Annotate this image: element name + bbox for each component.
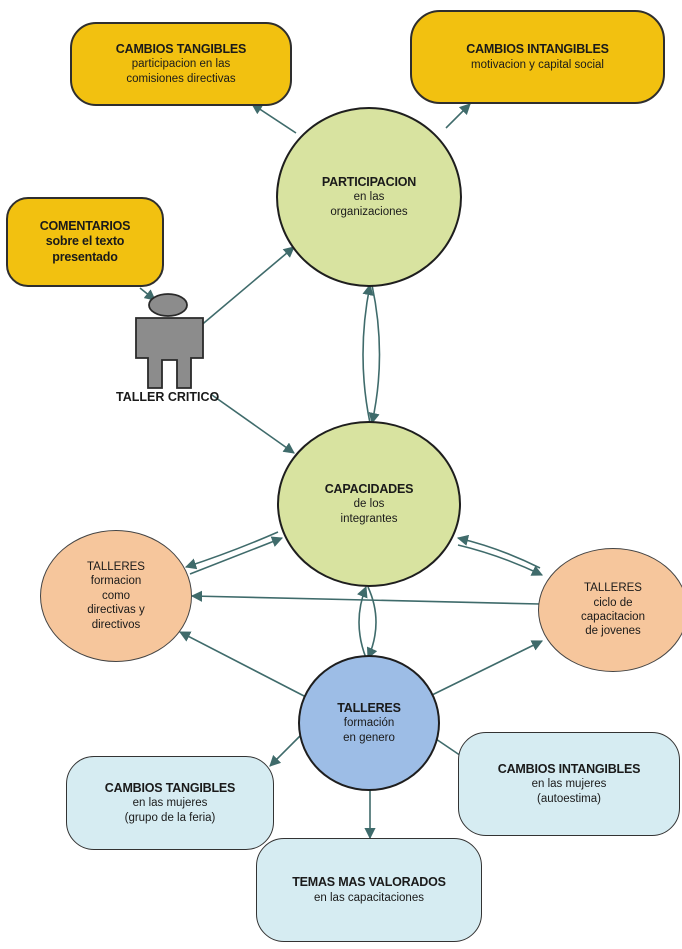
arrow-genero-to-directivas bbox=[179, 631, 307, 698]
arrow-participacion-to-intangibles bbox=[445, 103, 471, 129]
arrow-capacidades-to-directivas bbox=[184, 531, 279, 570]
talleres-directivas-circle: TALLERES formacion como directivas y dir… bbox=[40, 530, 192, 662]
talleres-jovenes-line-1: ciclo de bbox=[593, 596, 633, 609]
person-icon bbox=[135, 293, 204, 389]
talleres-jovenes-circle: TALLERES ciclo de capacitacion de jovene… bbox=[538, 548, 682, 672]
capacidades-circle: CAPACIDADES de los integrantes bbox=[277, 421, 461, 587]
talleres-directivas-line-3: directivas y bbox=[87, 604, 145, 617]
comentarios-line-2: presentado bbox=[52, 249, 118, 264]
arrow-participacion-to-tangibles bbox=[251, 103, 297, 134]
talleres-genero-circle: TALLERES formación en genero bbox=[298, 655, 440, 791]
talleres-jovenes-line-2: capacitacion bbox=[581, 611, 645, 623]
cambios-tangibles-mujeres-title: CAMBIOS TANGIBLES bbox=[104, 780, 236, 795]
cambios-intangibles-mujeres-box: CAMBIOS INTANGIBLES en las mujeres (auto… bbox=[458, 732, 680, 836]
arrow-genero-to-capacidades bbox=[357, 585, 368, 659]
arrow-capacidades-to-genero bbox=[366, 586, 378, 660]
cambios-tangibles-top-box: CAMBIOS TANGIBLES participacion en las c… bbox=[70, 22, 292, 106]
taller-critico-label: TALLER CRITICO bbox=[116, 390, 220, 404]
talleres-directivas-title: TALLERES bbox=[87, 561, 145, 574]
talleres-jovenes-title: TALLERES bbox=[584, 582, 642, 595]
capacidades-line-2: integrantes bbox=[340, 512, 398, 525]
talleres-directivas-line-2: como bbox=[101, 589, 131, 602]
talleres-directivas-line-1: formacion bbox=[90, 575, 142, 588]
participacion-line-2: organizaciones bbox=[330, 205, 408, 218]
cambios-tangibles-top-line-2: comisiones directivas bbox=[126, 72, 236, 85]
arrow-participacion-to-capacidades bbox=[368, 284, 381, 425]
arrow-critico-to-participacion bbox=[191, 246, 295, 334]
participacion-title: PARTICIPACION bbox=[321, 174, 417, 189]
comentarios-box: COMENTARIOS sobre el texto presentado bbox=[6, 197, 164, 287]
capacidades-title: CAPACIDADES bbox=[324, 481, 414, 496]
arrow-capacidades-to-jovenes bbox=[457, 544, 544, 576]
capacidades-line-1: de los bbox=[353, 498, 385, 511]
participacion-circle: PARTICIPACION en las organizaciones bbox=[276, 107, 462, 287]
arrow-genero-to-tangibles-mujeres bbox=[269, 731, 305, 767]
cambios-tangibles-mujeres-box: CAMBIOS TANGIBLES en las mujeres (grupo … bbox=[66, 756, 274, 850]
cambios-intangibles-top-title: CAMBIOS INTANGIBLES bbox=[466, 42, 609, 56]
participacion-line-1: en las bbox=[353, 191, 385, 204]
cambios-tangibles-top-title: CAMBIOS TANGIBLES bbox=[115, 41, 247, 56]
cambios-tangibles-mujeres-line-2: (grupo de la feria) bbox=[124, 811, 216, 824]
cambios-intangibles-top-line-1: motivacion y capital social bbox=[471, 58, 604, 71]
talleres-genero-line-2: en genero bbox=[343, 731, 395, 744]
cambios-intangibles-mujeres-title: CAMBIOS INTANGIBLES bbox=[497, 761, 641, 776]
arrow-capacidades-to-participacion bbox=[362, 283, 374, 424]
talleres-genero-line-1: formación bbox=[343, 717, 395, 730]
cambios-intangibles-mujeres-line-1: en las mujeres bbox=[531, 778, 607, 791]
talleres-directivas-line-4: directivos bbox=[91, 618, 141, 631]
temas-valorados-title: TEMAS MAS VALORADOS bbox=[292, 875, 446, 889]
arrow-jovenes-to-capacidades bbox=[456, 534, 541, 569]
cambios-intangibles-mujeres-line-2: (autoestima) bbox=[537, 792, 601, 805]
arrow-critico-to-capacidades bbox=[211, 394, 295, 454]
arrow-genero-to-jovenes bbox=[431, 640, 544, 696]
arrow-jovenes-to-directivas bbox=[190, 590, 541, 605]
cambios-intangibles-top-box: CAMBIOS INTANGIBLES motivacion y capital… bbox=[410, 10, 665, 104]
comentarios-title: COMENTARIOS bbox=[39, 218, 131, 233]
arrow-directivas-to-capacidades bbox=[189, 536, 284, 575]
cambios-tangibles-mujeres-line-1: en las mujeres bbox=[132, 797, 208, 810]
comentarios-line-1: sobre el texto bbox=[45, 234, 125, 249]
talleres-jovenes-line-3: de jovenes bbox=[585, 625, 641, 638]
temas-valorados-box: TEMAS MAS VALORADOS en las capacitacione… bbox=[256, 838, 482, 942]
cambios-tangibles-top-line-1: participacion en las bbox=[131, 58, 231, 71]
talleres-genero-title: TALLERES bbox=[337, 700, 401, 715]
temas-valorados-line-1: en las capacitaciones bbox=[314, 891, 424, 904]
